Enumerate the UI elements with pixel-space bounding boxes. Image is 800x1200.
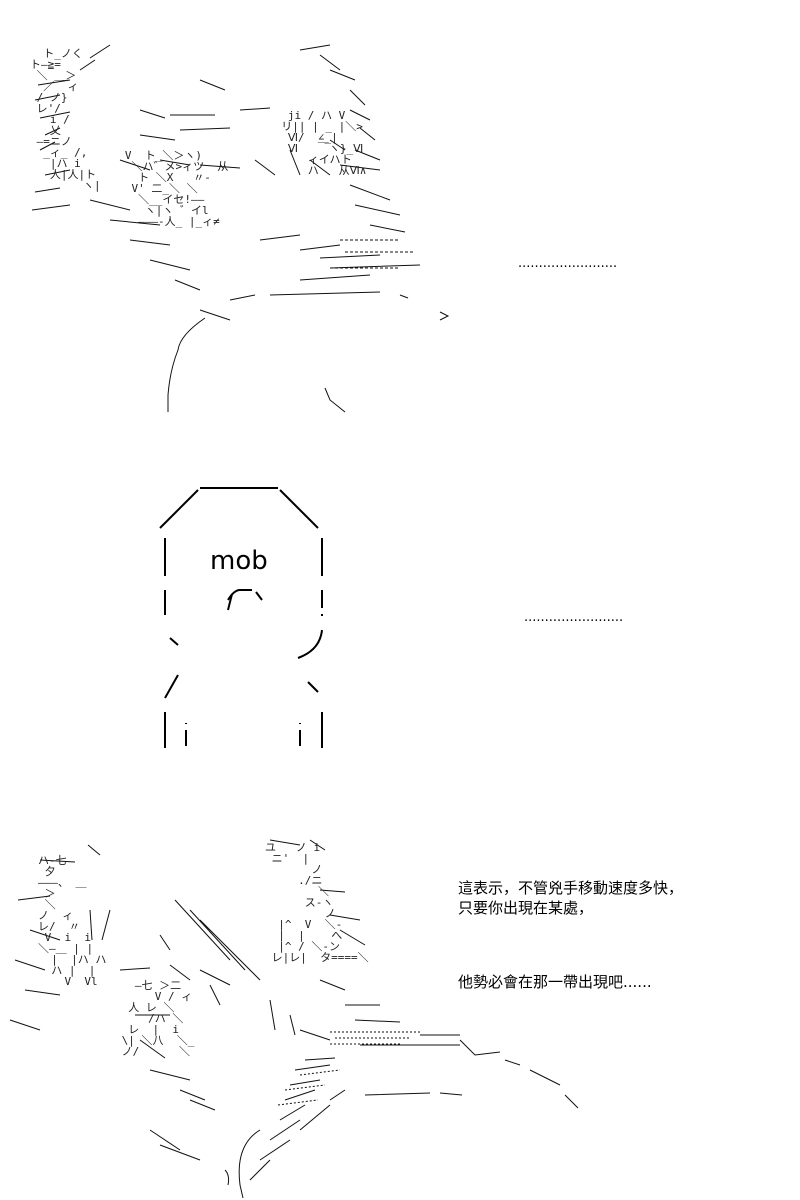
dialogue-line-2: 只要你出現在某處， (458, 899, 594, 917)
scene-glyphs-right: ユ ノ i ニ' | ノ ./ニ ＼ ス-ヽ ノ |^ V ＼- | | へ |… (265, 841, 369, 964)
face-glyphs: V ト_＼＞ヽ) ＼ハ゛メ>ィツ 从 ト ＼X 〃- V' 二_＼ ＼ ＼__イ… (124, 149, 229, 228)
dialogue-line-4: 他勢必會在那一帶出現吧...... (458, 973, 652, 991)
panel-character-profile: ト_ノく ト―≧= ＼ ＿＞ ／ ィ / ノ} レ'/ i / 乂 ―=ニノ _… (0, 0, 800, 440)
dialogue-line-1: 這表示，不管兇手移動速度多快， (458, 879, 684, 897)
scene-glyphs-left: ハ-七 夕 ―――、 ＿ ＞ ＼ ノ ィ レ/ 〃 V i i ＼―＿ | | … (38, 854, 107, 988)
hair-glyphs-left: ト_ノく ト―≧= ＼ ＿＞ ／ ィ / ノ} レ'/ i / 乂 ―=ニノ _… (30, 47, 101, 192)
scene-glyphs-center: ―七 ＞二 V / ィ 人 レ ＼ /ハ ＼ レ | i \| ＼八 ＼_ ノ/… (121, 979, 195, 1058)
ellipsis-text: ........................ (524, 610, 624, 625)
hair-glyphs-right: ji / ハ V リ|| | _ |＼> Ⅵ/ ∠_| Ⅵ ￣ヽ}_Ⅵ ィイハト… (281, 109, 367, 177)
ascii-art-scene (0, 800, 800, 1200)
ellipsis-text: ........................ (518, 256, 618, 271)
panel-mob-figure: mob ........................ (0, 440, 800, 800)
ascii-art-character-profile (0, 0, 800, 440)
mob-outline (0, 440, 800, 800)
panel-scene-dialogue: ハ-七 夕 ―――、 ＿ ＞ ＼ ノ ィ レ/ 〃 V i i ＼―＿ | | … (0, 800, 800, 1200)
mob-label: mob (210, 546, 268, 576)
